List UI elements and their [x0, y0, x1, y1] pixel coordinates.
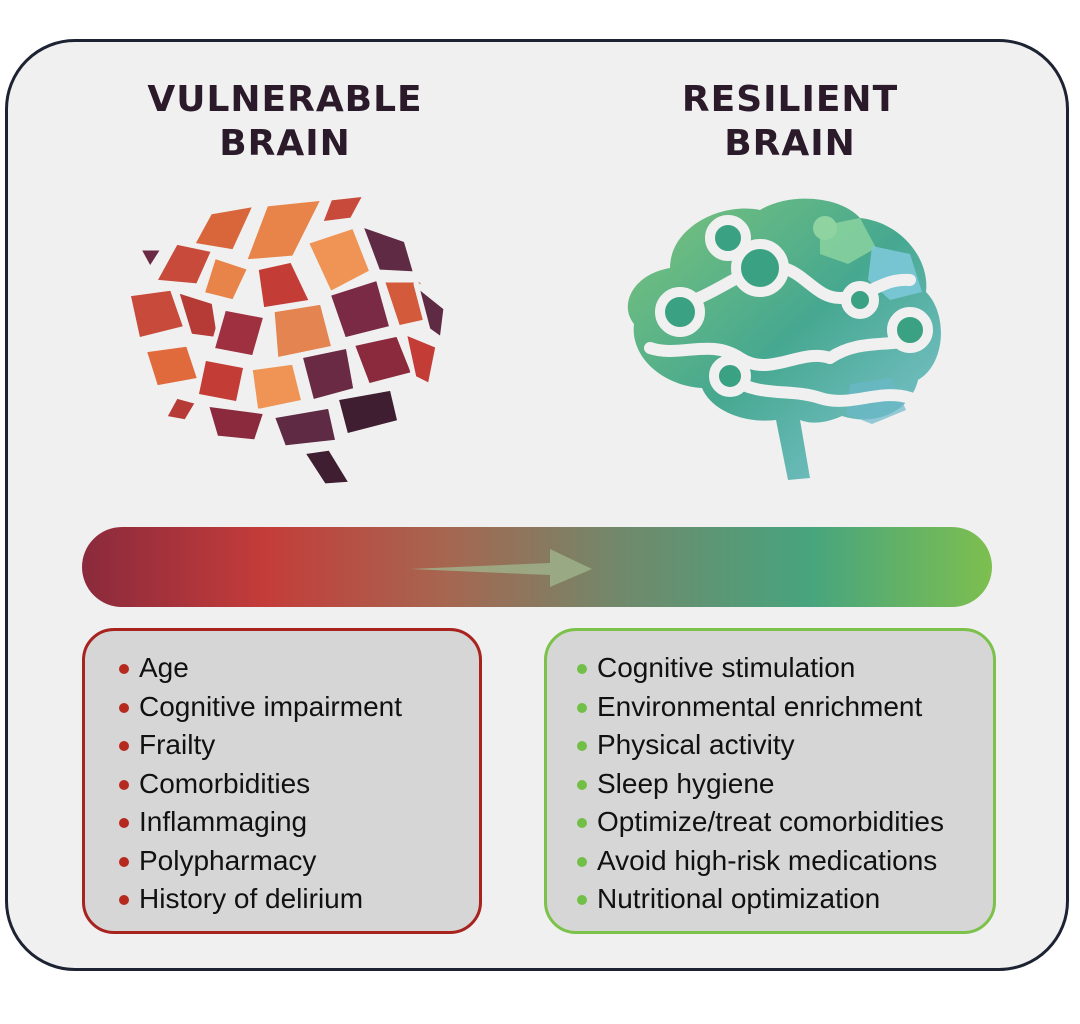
bullet-icon — [119, 664, 129, 674]
protective-factor-item: Environmental enrichment — [547, 688, 993, 727]
protective-factor-label: Avoid high-risk medications — [597, 844, 938, 876]
protective-factor-item: Optimize/treat comorbidities — [547, 803, 993, 842]
fragmented-brain-icon — [125, 191, 449, 489]
bullet-icon — [577, 895, 587, 905]
protective-factor-label: Optimize/treat comorbidities — [597, 806, 945, 837]
protective-factors-box: Cognitive stimulation Environmental enri… — [544, 628, 996, 934]
protective-factor-label: Nutritional optimization — [597, 883, 881, 914]
risk-factor-label: Inflammaging — [139, 806, 308, 837]
vulnerable-brain-heading: VULNERABLE BRAIN — [110, 78, 460, 166]
risk-factor-label: History of delirium — [139, 883, 364, 914]
bullet-icon — [119, 818, 129, 828]
bullet-icon — [119, 741, 129, 751]
bullet-icon — [577, 664, 587, 674]
risk-factor-item: Cognitive impairment — [85, 688, 479, 727]
risk-factor-label: Comorbidities — [139, 767, 311, 799]
protective-factor-item: Sleep hygiene — [547, 765, 993, 804]
bullet-icon — [577, 702, 587, 713]
bullet-icon — [577, 818, 587, 828]
risk-factor-label: Frailty — [139, 729, 216, 760]
risk-factor-item: Age — [85, 649, 479, 688]
risk-factor-item: History of delirium — [85, 880, 479, 919]
protective-factor-label: Cognitive stimulation — [597, 652, 856, 683]
protective-factor-label: Physical activity — [597, 729, 795, 760]
heading-line: VULNERABLE — [147, 79, 423, 120]
risk-factor-label: Cognitive impairment — [139, 690, 402, 722]
bullet-icon — [577, 741, 587, 751]
bullet-icon — [119, 702, 129, 713]
risk-factor-item: Polypharmacy — [85, 842, 479, 881]
protective-factor-item: Physical activity — [547, 726, 993, 765]
bullet-icon — [119, 856, 129, 867]
risk-factor-label: Age — [139, 652, 189, 683]
right-arrow-icon — [410, 549, 592, 587]
protective-factor-item: Nutritional optimization — [547, 880, 993, 919]
protective-factor-item: Avoid high-risk medications — [547, 842, 993, 881]
bullet-icon — [577, 856, 587, 867]
resilient-brain-heading: RESILIENT BRAIN — [615, 78, 965, 166]
protective-factor-label: Sleep hygiene — [597, 767, 775, 799]
heading-line: RESILIENT — [681, 79, 899, 120]
protective-factor-item: Cognitive stimulation — [547, 649, 993, 688]
protective-factors-list: Cognitive stimulation Environmental enri… — [547, 631, 993, 919]
heading-line: BRAIN — [219, 123, 351, 164]
bullet-icon — [577, 779, 587, 790]
risk-factor-item: Frailty — [85, 726, 479, 765]
bullet-icon — [119, 779, 129, 790]
protective-factor-label: Environmental enrichment — [597, 690, 923, 722]
connected-brain-icon — [627, 198, 941, 480]
risk-factor-item: Comorbidities — [85, 765, 479, 804]
heading-line: BRAIN — [724, 123, 856, 164]
risk-factors-box: Age Cognitive impairment Frailty Comorbi… — [82, 628, 482, 934]
risk-factor-label: Polypharmacy — [139, 844, 317, 876]
risk-factors-list: Age Cognitive impairment Frailty Comorbi… — [85, 631, 479, 919]
risk-factor-item: Inflammaging — [85, 803, 479, 842]
bullet-icon — [119, 895, 129, 905]
